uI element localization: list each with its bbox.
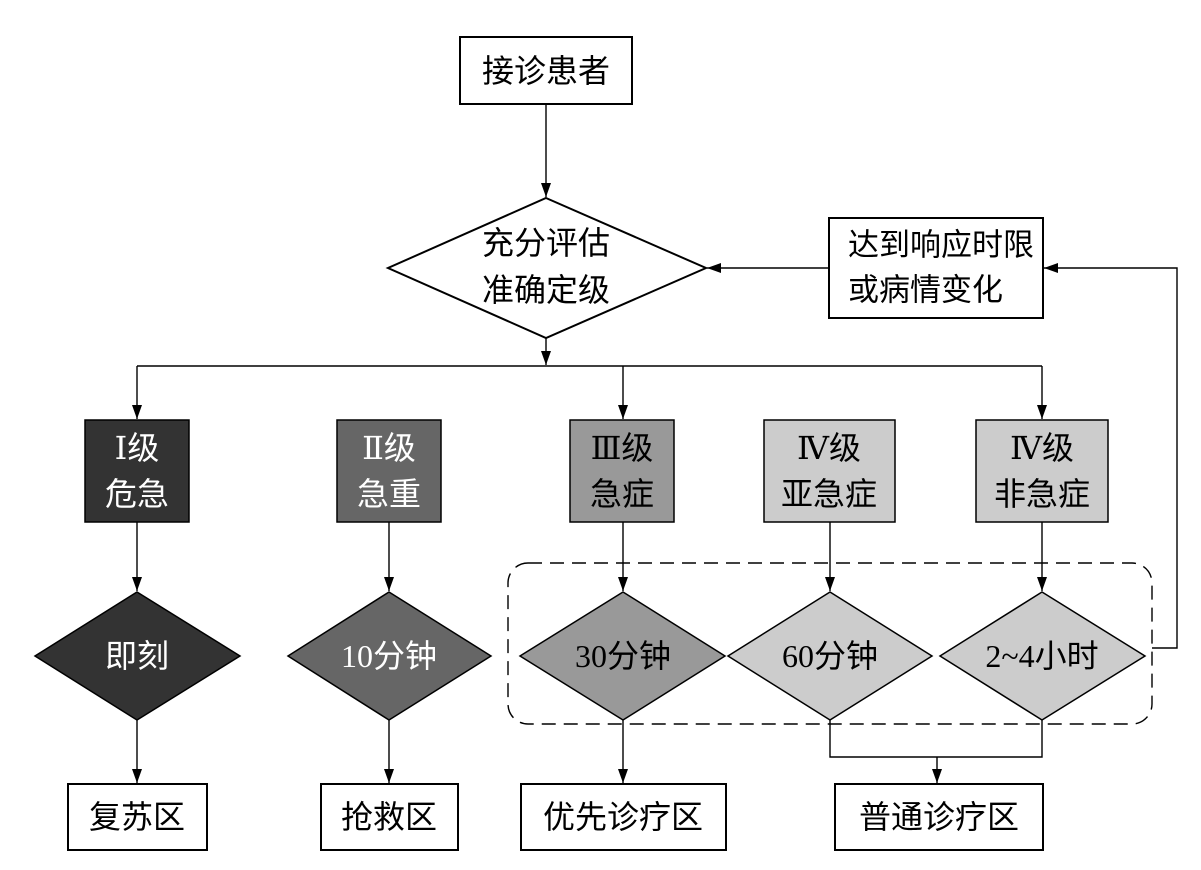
- area-3-box: [520, 783, 727, 851]
- level-4-node: Ⅳ级 亚急症: [763, 419, 896, 523]
- level-3-node: Ⅲ级 急症: [569, 419, 675, 523]
- response-2-diamond: [286, 591, 493, 721]
- level-4-grade: Ⅳ级: [797, 430, 861, 466]
- area-2-label: 抢救区: [341, 799, 437, 835]
- reassess-line-1: 达到响应时限: [848, 228, 1034, 263]
- response-2-node: 10分钟: [286, 591, 493, 721]
- area-1-node: 复苏区: [67, 783, 208, 851]
- assess-node: 充分评估 准确定级: [385, 196, 709, 340]
- response-2-label: 10分钟: [341, 638, 437, 674]
- level-2-category: 急重: [357, 476, 421, 512]
- response-4-label: 60分钟: [782, 638, 878, 674]
- level-3-box: [569, 419, 675, 523]
- level-1-node: Ⅰ级 危急: [84, 419, 190, 523]
- response-5-label: 2~4小时: [985, 638, 1098, 674]
- assess-line-1: 充分评估: [482, 225, 610, 261]
- response-5-node: 2~4小时: [938, 591, 1147, 721]
- area-1-label: 复苏区: [89, 799, 185, 835]
- dashed-group-frame: [507, 562, 1153, 725]
- level-3-grade: Ⅲ级: [591, 430, 654, 466]
- response-3-node: 30分钟: [518, 591, 727, 721]
- level-2-grade: Ⅱ级: [362, 430, 416, 466]
- reassess-line-2: 或病情变化: [848, 273, 1003, 308]
- start-box: [459, 36, 633, 105]
- response-1-label: 即刻: [105, 638, 169, 674]
- start-node: 接诊患者: [459, 36, 633, 105]
- response-3-diamond: [518, 591, 727, 721]
- area-3-node: 优先诊疗区: [520, 783, 727, 851]
- level-5-box: [975, 419, 1109, 523]
- assess-line-2: 准确定级: [482, 272, 610, 308]
- start-label: 接诊患者: [482, 53, 610, 89]
- level-4-box: [763, 419, 896, 523]
- level-1-box: [84, 419, 190, 523]
- level-2-box: [336, 419, 442, 523]
- response-1-node: 即刻: [33, 591, 242, 721]
- reassess-box: [828, 217, 1044, 319]
- level-5-node: Ⅳ级 非急症: [975, 419, 1109, 523]
- level-4-category: 亚急症: [781, 476, 877, 512]
- connectors: [132, 104, 1178, 783]
- level-3-category: 急症: [590, 476, 654, 512]
- level-5-category: 非急症: [994, 476, 1090, 512]
- response-3-label: 30分钟: [575, 638, 671, 674]
- arrow-feedback-to-reassess: [1044, 263, 1178, 649]
- response-1-diamond: [33, 591, 242, 721]
- level-2-node: Ⅱ级 急重: [336, 419, 442, 523]
- response-4-diamond: [726, 591, 934, 721]
- level-1-category: 危急: [105, 476, 169, 512]
- response-4-node: 60分钟: [726, 591, 934, 721]
- reassess-node: 达到响应时限 或病情变化: [828, 217, 1044, 319]
- area-2-node: 抢救区: [320, 783, 459, 851]
- area-4-box: [834, 783, 1044, 851]
- area-2-box: [320, 783, 459, 851]
- level-1-grade: Ⅰ级: [115, 430, 160, 466]
- join-line-response-4-5: [829, 720, 1043, 758]
- area-4-label: 普通诊疗区: [859, 799, 1019, 835]
- assess-diamond: [385, 196, 709, 340]
- area-4-node: 普通诊疗区: [834, 783, 1044, 851]
- response-5-diamond: [938, 591, 1147, 721]
- level-5-grade: Ⅳ级: [1010, 430, 1074, 466]
- area-3-label: 优先诊疗区: [543, 799, 703, 835]
- area-1-box: [67, 783, 208, 851]
